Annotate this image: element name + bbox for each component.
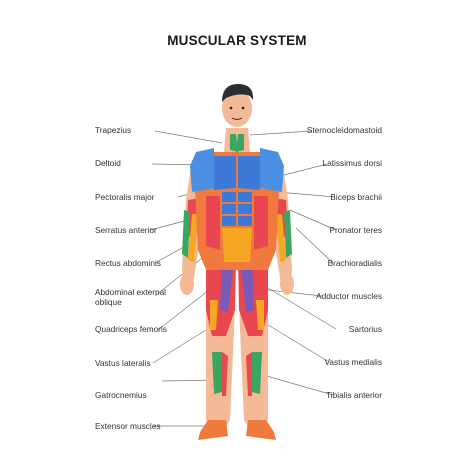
label-deltoid: Deltoid xyxy=(95,158,121,168)
label-sartorius: Sartorius xyxy=(348,324,382,334)
label-pectoralis-major: Pectoralis major xyxy=(95,192,155,202)
label-brachioradialis: Brachioradialis xyxy=(327,258,382,268)
hair xyxy=(222,84,254,102)
extensor-left xyxy=(198,420,228,440)
rectus-abdominis xyxy=(222,192,252,226)
label-vastus-medialis: Vastus medialis xyxy=(324,357,383,367)
label-adductor-muscles: Adductor muscles xyxy=(316,291,382,301)
label-rectus-abdominis: Rectus abdominis xyxy=(95,258,161,268)
label-gatrocnemius: Gatrocnemius xyxy=(95,390,147,400)
label-sternocleidomastoid: Sternocleidomastoid xyxy=(306,125,382,135)
label-serratus-anterior: Serratus anterior xyxy=(95,225,157,235)
extensor-right xyxy=(246,420,276,440)
head xyxy=(222,89,252,127)
label-pronator-teres: Pronator teres xyxy=(329,225,382,235)
label-quadriceps-femoris: Quadriceps femoris xyxy=(95,324,167,334)
label-vastus-lateralis: Vastus lateralis xyxy=(95,358,151,368)
label-oblique: oblique xyxy=(95,297,122,307)
label-abdominal-external: Abdominal external xyxy=(95,287,167,297)
label-latissimus-dorsi: Latissimus dorsi xyxy=(322,158,382,168)
label-tibialis-anterior: Tibialis anterior xyxy=(326,390,382,400)
diagram-title: MUSCULAR SYSTEM xyxy=(167,33,307,48)
label-extensor-muscles: Extensor muscles xyxy=(95,421,161,431)
label-trapezius: Trapezius xyxy=(95,125,132,135)
label-biceps-brachii: Biceps brachii xyxy=(330,192,382,202)
